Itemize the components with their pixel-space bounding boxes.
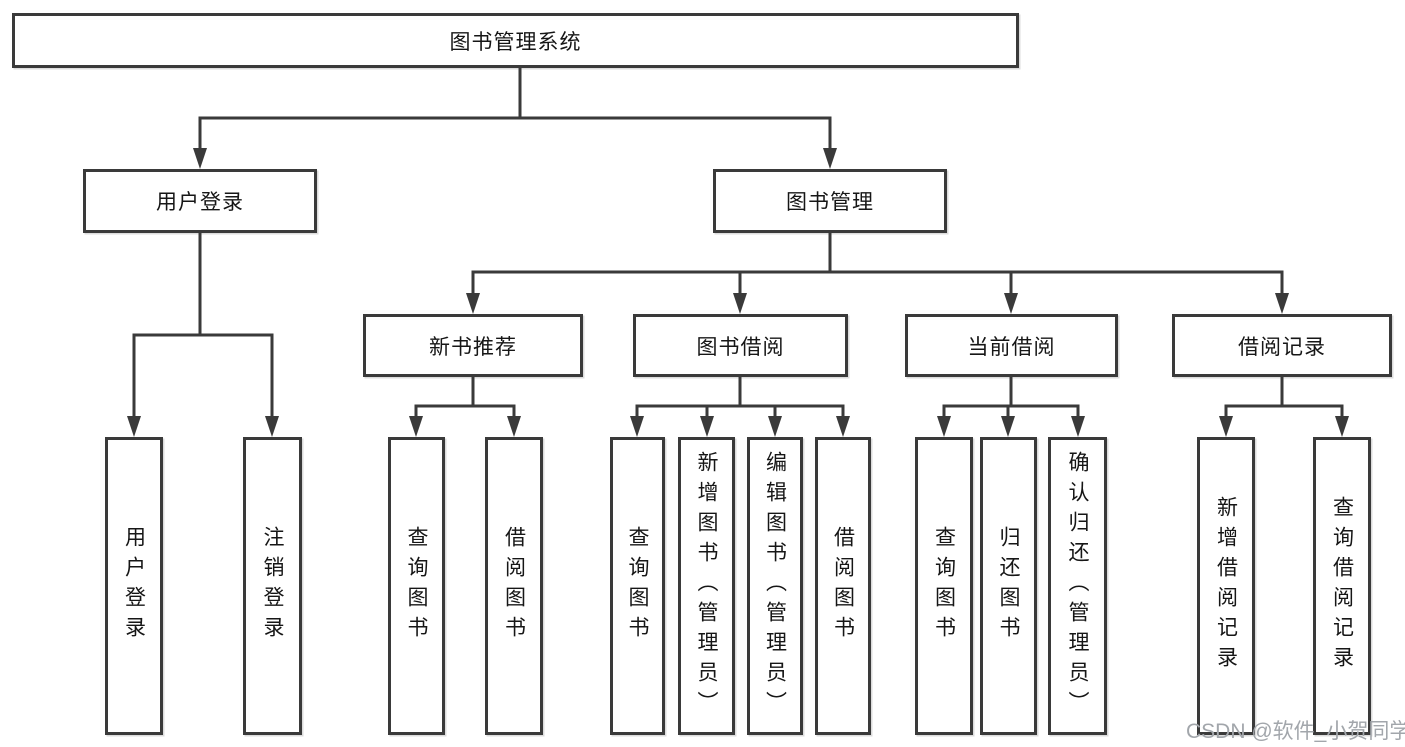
node-current-borrow: 当前借阅	[905, 314, 1118, 377]
leaf-add-book-admin-label: 新增图书（管理员）	[695, 451, 718, 721]
leaf-add-book-admin: 新增图书（管理员）	[678, 437, 735, 735]
connector-root	[198, 66, 832, 154]
leaf-logout-login-label: 注销登录	[261, 526, 284, 646]
leaf-add-borrow-record-label: 新增借阅记录	[1214, 496, 1238, 676]
node-book-management: 图书管理	[713, 169, 947, 233]
leaf-user-login: 用户登录	[105, 437, 163, 735]
leaf-query-borrow-record-label: 查询借阅记录	[1330, 496, 1354, 676]
leaf-edit-book-admin: 编辑图书（管理员）	[747, 437, 803, 735]
node-book-management-label: 图书管理	[786, 191, 874, 214]
connector-user-login	[132, 231, 274, 421]
leaf-query-book-recommend: 查询图书	[388, 437, 445, 735]
leaf-logout-login: 注销登录	[243, 437, 302, 735]
leaf-confirm-return-admin: 确认归还（管理员）	[1048, 437, 1107, 735]
leaf-borrow-book: 借阅图书	[815, 437, 871, 735]
leaf-query-borrow-record: 查询借阅记录	[1313, 437, 1371, 735]
leaf-return-book-label: 归还图书	[997, 526, 1020, 646]
leaf-query-book-borrow-label: 查询图书	[626, 526, 649, 646]
leaf-borrow-book-recommend: 借阅图书	[485, 437, 543, 735]
connector-book-management	[471, 231, 1284, 298]
leaf-edit-book-admin-label: 编辑图书（管理员）	[763, 451, 787, 721]
node-book-borrow: 图书借阅	[633, 314, 848, 377]
connector-book-borrow	[635, 375, 845, 421]
leaf-borrow-book-label: 借阅图书	[831, 526, 855, 646]
node-book-borrow-label: 图书借阅	[696, 335, 785, 359]
leaf-query-book-current-label: 查询图书	[932, 526, 956, 646]
node-borrow-records-label: 借阅记录	[1238, 335, 1326, 359]
leaf-query-book-borrow: 查询图书	[610, 437, 665, 735]
watermark: CSDN @软件_小贺同学	[1186, 720, 1405, 743]
leaf-borrow-book-recommend-label: 借阅图书	[502, 526, 526, 646]
connector-current-borrow	[942, 375, 1080, 421]
leaf-query-book-recommend-label: 查询图书	[405, 526, 428, 646]
node-root-label: 图书管理系统	[449, 30, 582, 54]
node-new-book-recommend-label: 新书推荐	[429, 335, 517, 359]
leaf-query-book-current: 查询图书	[915, 437, 973, 735]
node-user-login: 用户登录	[83, 169, 317, 233]
node-user-login-label: 用户登录	[156, 191, 244, 214]
leaf-add-borrow-record: 新增借阅记录	[1197, 437, 1255, 735]
node-current-borrow-label: 当前借阅	[967, 335, 1056, 359]
leaf-user-login-label: 用户登录	[122, 526, 146, 646]
connector-borrow-records	[1224, 375, 1344, 421]
connector-new-book-recommend	[414, 375, 516, 421]
node-new-book-recommend: 新书推荐	[363, 314, 583, 377]
leaf-confirm-return-admin-label: 确认归还（管理员）	[1066, 451, 1089, 721]
node-root: 图书管理系统	[12, 13, 1019, 68]
leaf-return-book: 归还图书	[980, 437, 1037, 735]
node-borrow-records: 借阅记录	[1172, 314, 1392, 377]
